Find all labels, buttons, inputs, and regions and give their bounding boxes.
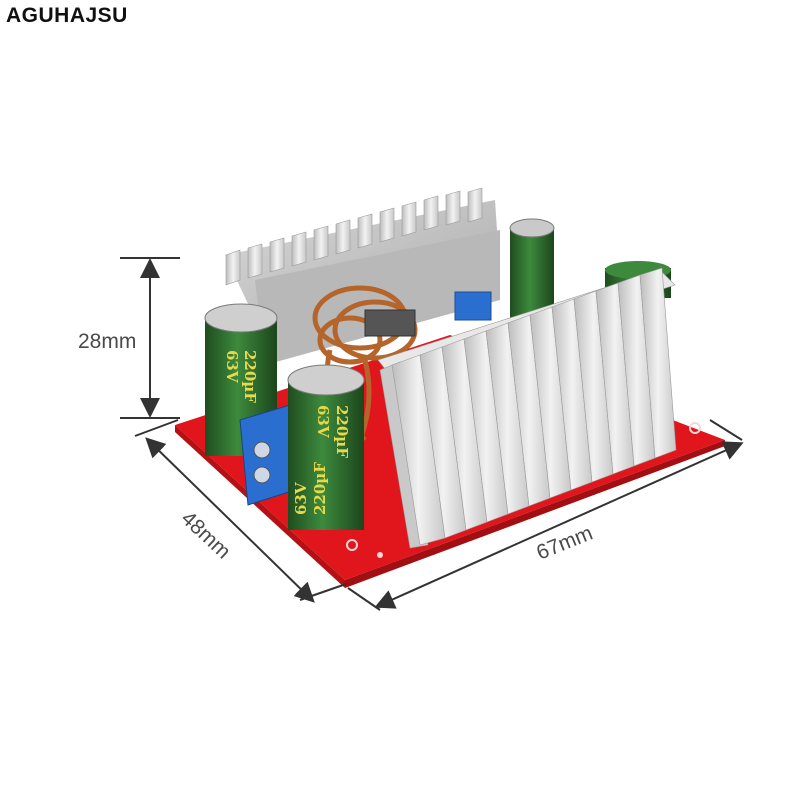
mosfet-chip [364, 309, 416, 337]
cap-front-voltage-2: 63V [292, 482, 310, 515]
svg-text:63V: 63V [292, 482, 310, 515]
cap-left-capacitance: 220µF [241, 350, 259, 403]
back-heatsink [225, 187, 500, 365]
cap-front-capacitance-2: 220µF [311, 462, 329, 515]
capacitor-back-right [509, 218, 555, 318]
cap-left-voltage: 63V [223, 350, 241, 383]
svg-text:220µF: 220µF [311, 462, 329, 515]
height-label: 28mm [78, 330, 136, 353]
brand-label: AGUHAJSU [6, 4, 128, 27]
capacitor-front: 220µF 63V 220µF 63V [287, 364, 365, 530]
cap-front-voltage-1: 63V [314, 405, 332, 438]
width-label: 67mm [533, 521, 596, 564]
svg-text:220µF: 220µF [241, 350, 259, 403]
screw-terminal[interactable] [239, 404, 296, 506]
cap-front-capacitance-1: 220µF [333, 405, 351, 458]
svg-text:220µF: 220µF [333, 405, 351, 458]
height-dimension: 28mm [78, 257, 180, 419]
svg-text:63V: 63V [314, 405, 332, 438]
trimmer-potentiometer[interactable] [454, 291, 492, 321]
svg-text:63V: 63V [223, 350, 241, 383]
